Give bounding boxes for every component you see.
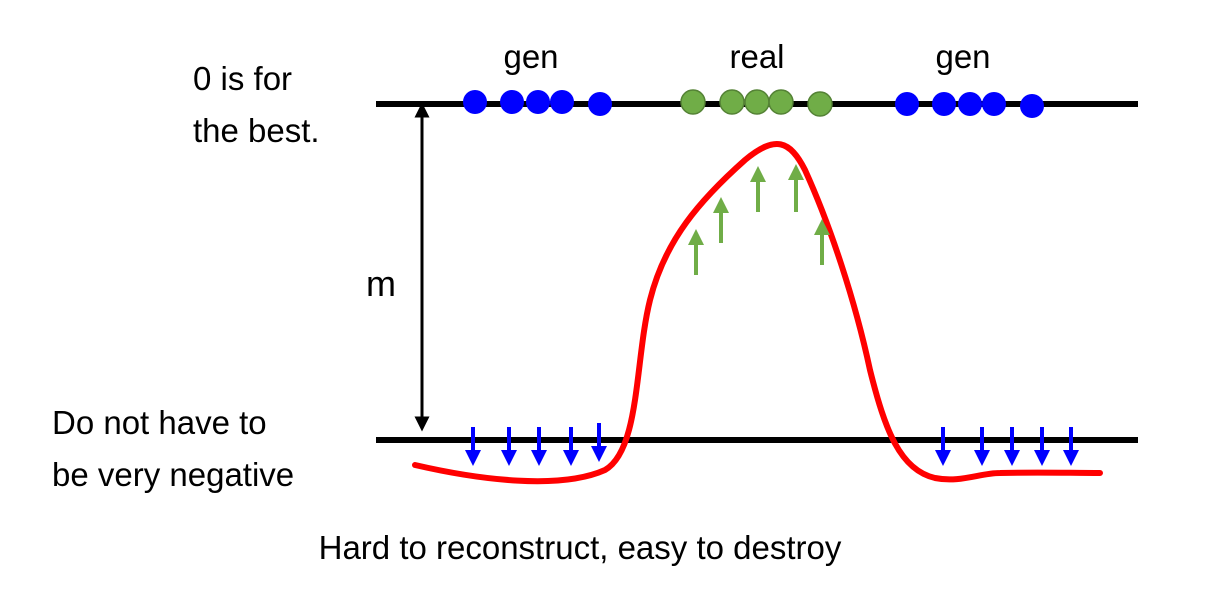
- gen-point: [895, 92, 919, 116]
- gen-point: [463, 90, 487, 114]
- top-note-line1: 0 is for: [193, 60, 292, 97]
- gen-point: [982, 92, 1006, 116]
- top-note-line2: the best.: [193, 112, 320, 149]
- gen-point: [526, 90, 550, 114]
- gen-point: [932, 92, 956, 116]
- gen-point: [1020, 94, 1044, 118]
- gen-point: [588, 92, 612, 116]
- real-point: [807, 91, 833, 117]
- caption: Hard to reconstruct, easy to destroy: [319, 529, 842, 566]
- real-point: [768, 89, 794, 115]
- gen-left-label: gen: [503, 38, 558, 75]
- real-point: [719, 89, 745, 115]
- gen-points-right: [895, 92, 1044, 118]
- real-points: [680, 89, 833, 117]
- real-label: real: [729, 38, 784, 75]
- margin-label: m: [366, 263, 396, 304]
- gen-points-left: [463, 90, 612, 116]
- real-point: [744, 89, 770, 115]
- down-arrows-left: [465, 423, 607, 466]
- up-arrows: [688, 164, 830, 275]
- gen-point: [958, 92, 982, 116]
- gen-right-label: gen: [935, 38, 990, 75]
- bottom-note-line1: Do not have to: [52, 404, 267, 441]
- gen-point: [550, 90, 574, 114]
- gen-point: [500, 90, 524, 114]
- energy-curve: [412, 141, 1103, 485]
- real-point: [680, 89, 706, 115]
- down-arrows-right: [935, 427, 1079, 466]
- bottom-note-line2: be very negative: [52, 456, 294, 493]
